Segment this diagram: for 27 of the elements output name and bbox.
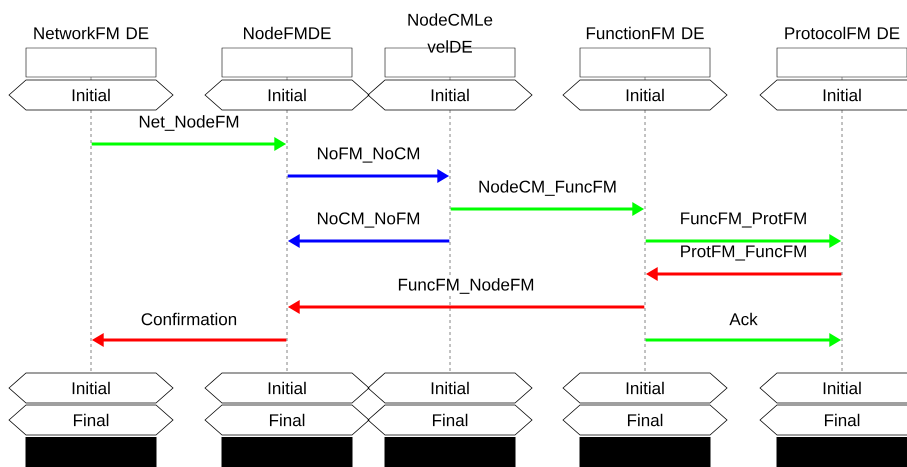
end-bar — [580, 437, 710, 467]
end-bar — [384, 437, 516, 467]
lifeline-header: ProtocolFM DE — [776, 26, 907, 80]
lifeline — [90, 110, 92, 372]
edge-label: NoFM_NoCM — [316, 146, 422, 164]
end-bar — [776, 437, 907, 467]
node-label: NodeFMDE — [244, 26, 331, 40]
end-bar — [26, 437, 156, 467]
node-label: NodeCMLe — [408, 13, 492, 26]
edge-label: Confirmation — [140, 312, 238, 326]
node-label: FunctionFM DE — [586, 26, 704, 40]
lifeline-header: FunctionFM DE — [580, 26, 710, 80]
edge-label: NoCM_NoFM — [316, 211, 422, 229]
lifeline-header: NetworkFM DE — [26, 26, 156, 80]
lifeline — [644, 110, 646, 372]
node-label: NetworkFM DE — [34, 26, 148, 40]
lifeline-header: NodeCMLe velDE — [384, 13, 516, 80]
edge-label: NodeCM_FuncFM — [477, 179, 618, 197]
node-label: ProtocolFM DE — [785, 26, 900, 40]
edge-label: Ack — [728, 312, 759, 326]
lifeline — [286, 110, 288, 372]
edge-label: FuncFM_ProtFM — [678, 211, 808, 229]
lifeline-header: NodeFMDE — [222, 26, 352, 80]
edge-label: ProtFM_FuncFM — [678, 244, 808, 262]
edge-label: Net_NodeFM — [137, 114, 241, 132]
end-bar — [222, 437, 352, 467]
edge-label: FuncFM_NodeFM — [396, 277, 536, 295]
